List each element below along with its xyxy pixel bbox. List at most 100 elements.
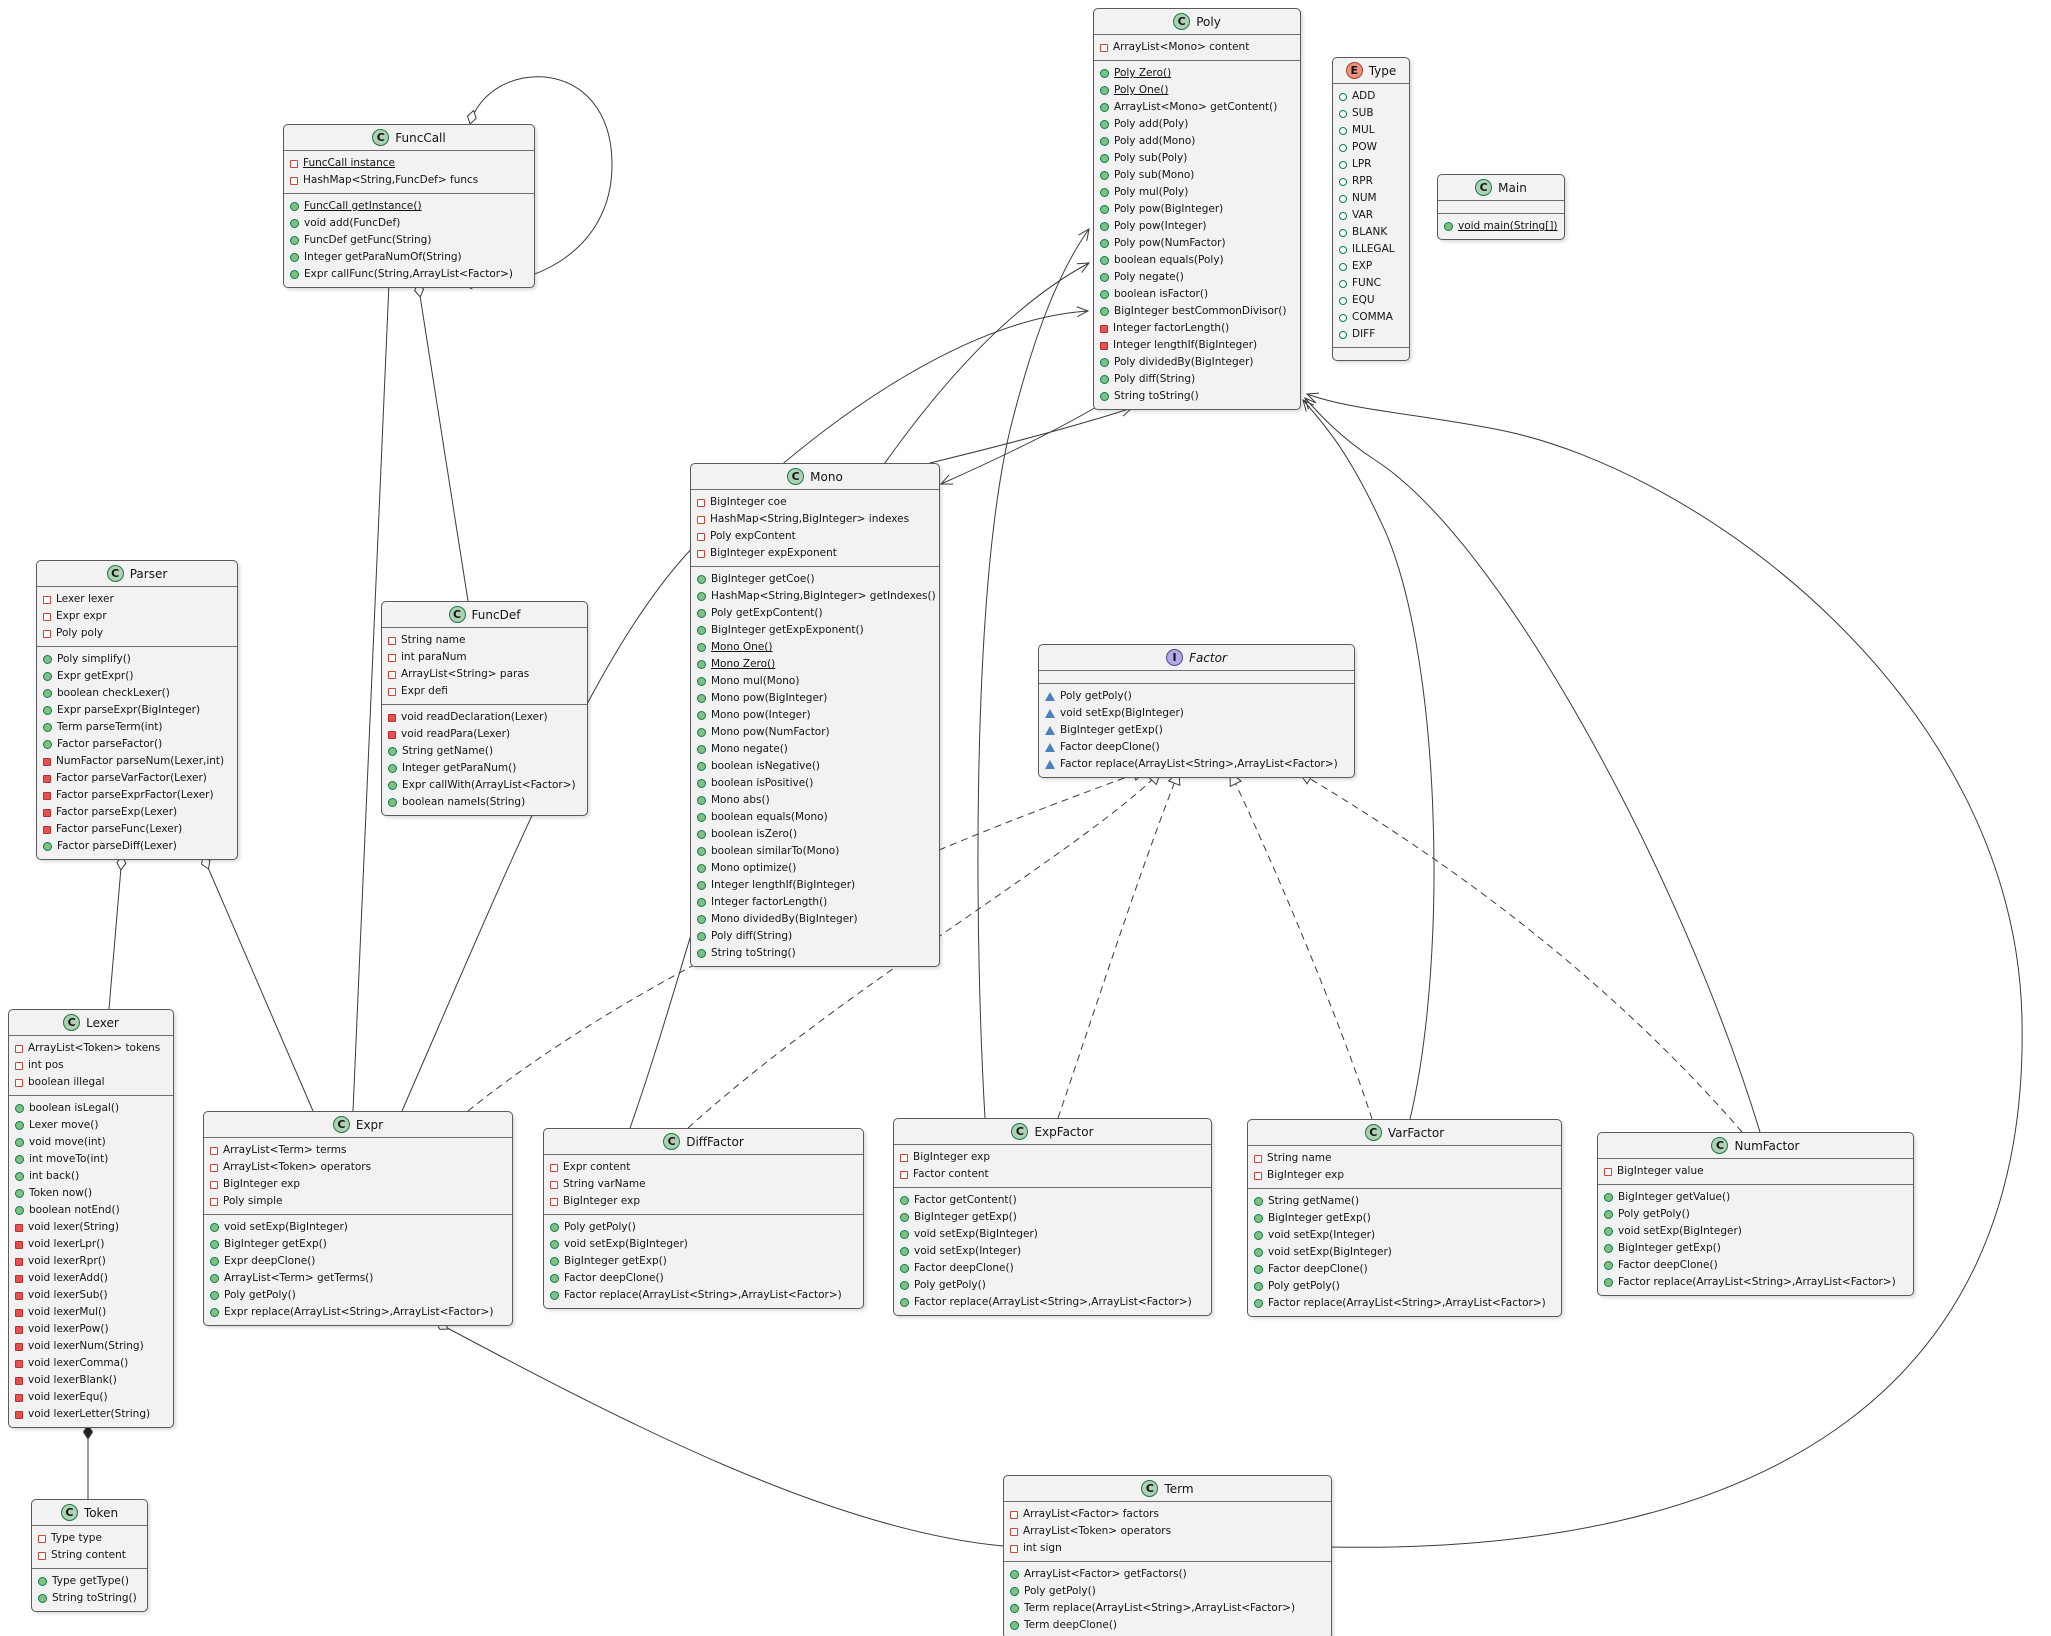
member-row: Poly poly — [37, 625, 237, 642]
public-method-icon — [697, 915, 706, 924]
public-method-icon — [1100, 188, 1109, 197]
private-field-icon — [697, 532, 705, 541]
member-text: Poly sub(Poly) — [1114, 152, 1188, 164]
public-method-icon — [15, 1121, 24, 1130]
member-row: ArrayList<Term> getTerms() — [204, 1270, 512, 1287]
class-badge-icon: C — [448, 606, 466, 623]
member-row: Poly pow(NumFactor) — [1094, 235, 1300, 252]
private-method-icon — [43, 791, 51, 800]
class-title: Term — [1164, 1481, 1194, 1496]
member-row: void setExp(BigInteger) — [1598, 1223, 1913, 1240]
member-row: void readDeclaration(Lexer) — [382, 709, 587, 726]
abstract-method-icon — [1045, 709, 1055, 718]
member-text: Poly sub(Mono) — [1114, 169, 1195, 181]
member-text: BigInteger bestCommonDivisor() — [1114, 305, 1287, 317]
public-method-icon — [1604, 1278, 1613, 1287]
member-text: BigInteger exp — [913, 1151, 991, 1163]
member-text: Poly getPoly() — [1618, 1208, 1690, 1220]
member-row: Integer getParaNum() — [382, 760, 587, 777]
member-text: BLANK — [1352, 226, 1388, 238]
realization-expfactor-factor — [1057, 769, 1181, 1119]
member-text: BigInteger getExp() — [224, 1238, 327, 1250]
public-method-icon — [1254, 1214, 1263, 1223]
member-row: String content — [32, 1547, 147, 1564]
public-method-icon — [15, 1172, 24, 1181]
member-row: String name — [1248, 1150, 1561, 1167]
member-row: Mono abs() — [691, 792, 939, 809]
main-methods-section: void main(String[]) — [1438, 213, 1564, 239]
member-row: Factor deepClone() — [894, 1260, 1211, 1277]
public-method-icon — [550, 1274, 559, 1283]
member-text: Expr expr — [56, 610, 107, 622]
member-text: Factor parseExp(Lexer) — [56, 806, 178, 818]
member-text: void lexerPow() — [28, 1323, 109, 1335]
public-method-icon — [1010, 1587, 1019, 1596]
private-method-icon — [15, 1240, 23, 1249]
member-text: ArrayList<Term> getTerms() — [224, 1272, 374, 1284]
member-text: BigInteger coe — [710, 496, 787, 508]
member-text: Token now() — [29, 1187, 93, 1199]
public-method-icon — [1100, 154, 1109, 163]
member-row: BigInteger getValue() — [1598, 1189, 1913, 1206]
public-method-icon — [697, 762, 706, 771]
enum-constant-icon — [1339, 143, 1347, 152]
member-row: boolean isFactor() — [1094, 286, 1300, 303]
member-text: boolean isZero() — [711, 828, 798, 840]
association-numfactor-poly — [1304, 397, 1761, 1133]
class-badge-icon: C — [1475, 179, 1493, 196]
private-method-icon — [388, 713, 396, 722]
private-field-icon — [15, 1078, 23, 1087]
public-method-icon — [697, 847, 706, 856]
public-method-icon — [290, 202, 299, 211]
class-title: ExpFactor — [1034, 1124, 1094, 1139]
public-method-icon — [550, 1223, 559, 1232]
member-row: BigInteger exp — [204, 1176, 512, 1193]
member-text: Expr content — [563, 1161, 631, 1173]
member-row: BigInteger getExp() — [204, 1236, 512, 1253]
private-method-icon — [15, 1410, 23, 1419]
member-row: Factor replace(ArrayList<String>,ArrayLi… — [1598, 1274, 1913, 1291]
class-title: Factor — [1189, 650, 1227, 665]
member-row: boolean equals(Mono) — [691, 809, 939, 826]
member-text: int pos — [28, 1059, 64, 1071]
public-method-icon — [1604, 1193, 1613, 1202]
member-text: COMMA — [1352, 311, 1393, 323]
private-field-icon — [697, 515, 705, 524]
member-text: Factor replace(ArrayList<String>,ArrayLi… — [1060, 758, 1338, 770]
member-text: FuncCall instance — [303, 157, 395, 169]
member-row: void setExp(BigInteger) — [1248, 1244, 1561, 1261]
class-badge-icon: C — [1141, 1480, 1159, 1497]
member-row: Poly mul(Poly) — [1094, 184, 1300, 201]
member-text: BigInteger exp — [563, 1195, 641, 1207]
member-text: POW — [1352, 141, 1377, 153]
public-method-icon — [1100, 171, 1109, 180]
member-text: void setExp(BigInteger) — [914, 1228, 1038, 1240]
aggregation-expr-term — [435, 1321, 1004, 1547]
enum-constant-icon — [1339, 279, 1347, 288]
member-row: Integer lengthIf(BigInteger) — [1094, 337, 1300, 354]
composition-diamond — [82, 1424, 94, 1440]
abstract-method-icon — [1045, 743, 1055, 752]
member-text: Factor getContent() — [914, 1194, 1017, 1206]
member-text: HashMap<String,BigInteger> getIndexes() — [711, 590, 936, 602]
public-method-icon — [1604, 1227, 1613, 1236]
member-row: boolean illegal — [9, 1074, 173, 1091]
class-badge-icon: C — [663, 1133, 681, 1150]
type-methods-section — [1333, 347, 1409, 360]
member-text: BigInteger getValue() — [1618, 1191, 1731, 1203]
member-row: Poly getPoly() — [894, 1277, 1211, 1294]
numfactor-attributes-section: BigInteger value — [1598, 1158, 1913, 1184]
private-field-icon — [697, 498, 705, 507]
member-text: Factor parseVarFactor(Lexer) — [56, 772, 207, 784]
member-text: Mono pow(Integer) — [711, 709, 811, 721]
member-text: VAR — [1352, 209, 1373, 221]
public-method-icon — [900, 1247, 909, 1256]
member-text: int paraNum — [401, 651, 467, 663]
public-method-icon — [1254, 1248, 1263, 1257]
member-text: LPR — [1352, 158, 1372, 170]
member-text: String getName() — [1268, 1195, 1360, 1207]
